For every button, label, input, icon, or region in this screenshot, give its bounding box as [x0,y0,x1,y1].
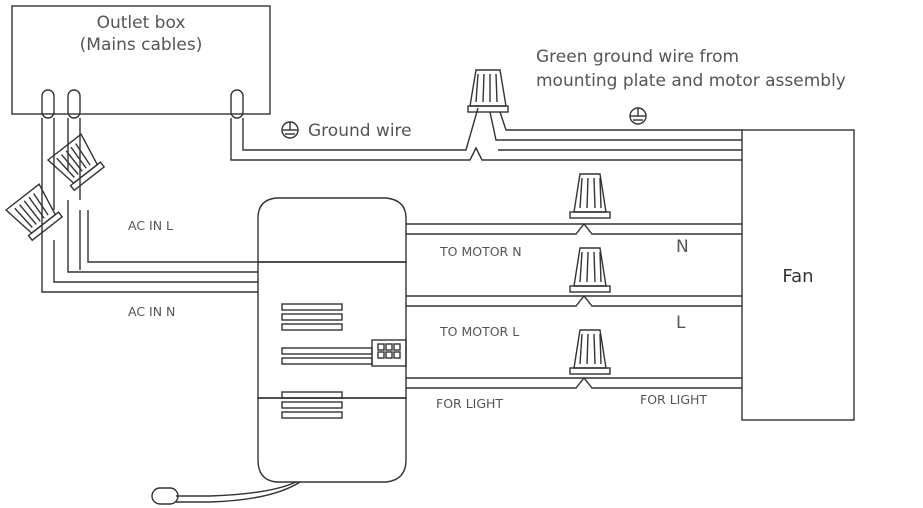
wire-nut-icon [467,69,509,113]
ground-symbol-icon [281,121,299,139]
label-terminal-n: N [676,237,689,257]
mains-wires [41,118,258,293]
outlet-box [11,5,271,115]
label-fan: Fan [782,266,813,287]
mains-cables [41,89,244,119]
label-terminal-l: L [676,313,686,333]
fan-box [741,129,855,421]
receiver-module [257,197,407,483]
wire-nut-icon [569,329,611,375]
outlet-box-subtitle: (Mains cables) [80,35,203,55]
wire-nut-icon [569,173,611,219]
output-wires [406,222,742,389]
outlet-box-title: Outlet box [97,13,186,33]
label-green-ground-2: mounting plate and motor assembly [536,71,846,91]
ground-wire [230,107,490,161]
wire-nut-icon [569,247,611,293]
label-for-light-right: FOR LIGHT [640,392,707,407]
wire-nut-icon [46,133,106,192]
label-to-motor-l: TO MOTOR L [439,324,519,339]
label-to-motor-n: TO MOTOR N [439,244,522,259]
label-ac-in-l: AC IN L [128,218,173,233]
label-ground-wire: Ground wire [308,121,412,141]
label-for-light-left: FOR LIGHT [436,396,503,411]
green-ground-wires [489,111,742,161]
remote-antenna-icon [151,481,301,505]
wire-nut-icon [4,183,64,242]
label-ac-in-n: AC IN N [128,304,175,319]
label-green-ground-1: Green ground wire from [536,47,739,67]
ground-symbol-icon [629,107,647,125]
